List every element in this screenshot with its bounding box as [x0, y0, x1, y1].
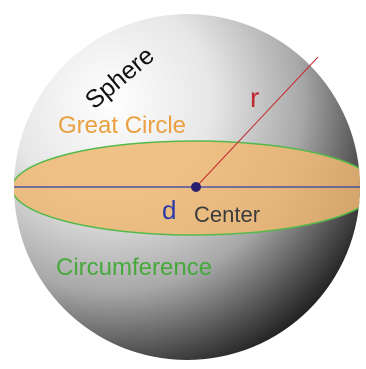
center-label: Center [194, 202, 260, 227]
center-point [191, 182, 201, 192]
circumference-label: Circumference [56, 254, 212, 281]
great-circle-label: Great Circle [58, 112, 186, 139]
diameter-label: d [162, 195, 176, 225]
radius-line [195, 56, 319, 188]
great-circle [14, 140, 360, 236]
radius-label: r [250, 82, 259, 113]
